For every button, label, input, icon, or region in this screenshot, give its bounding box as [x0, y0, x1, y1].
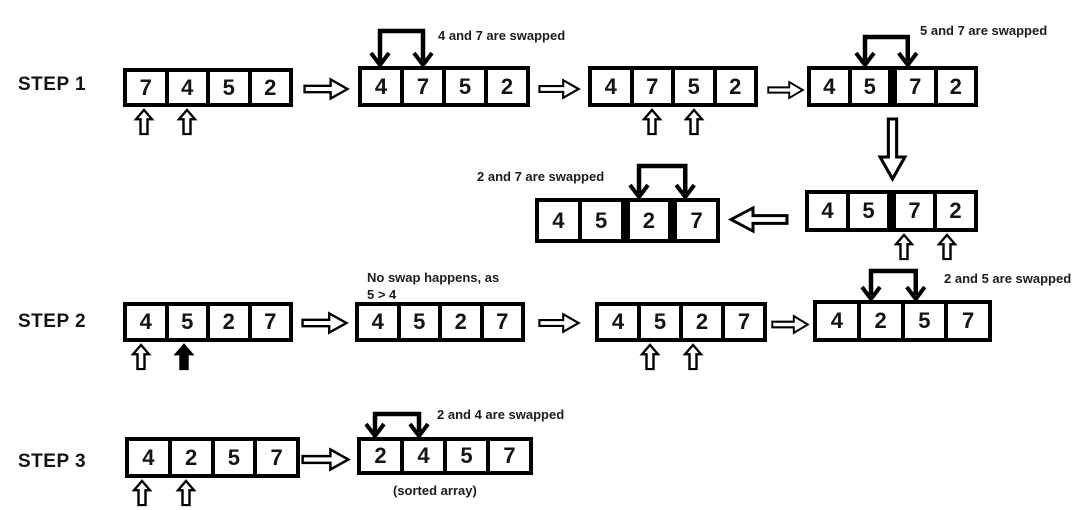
array-cell: 4	[374, 73, 388, 99]
array-cell: 7	[629, 70, 672, 103]
pointer-up-arrow-icon	[176, 108, 198, 136]
pointer-up-arrow-icon	[682, 343, 703, 371]
array-cell: 4	[604, 73, 617, 99]
swap-bracket-icon	[854, 34, 919, 69]
swap-bracket-icon	[364, 411, 430, 440]
array-cell: 2	[933, 70, 975, 103]
array-cell: 7	[887, 194, 933, 228]
array-cell: 5	[443, 441, 486, 471]
array-cell: 7	[668, 202, 716, 239]
array-cell: 7	[486, 441, 529, 471]
arrow-right-icon	[301, 311, 349, 335]
array-cell: 5	[164, 306, 207, 338]
swap-bracket-icon	[860, 268, 927, 303]
array-cell: 7	[944, 304, 988, 338]
step-1-label: STEP 1	[18, 74, 87, 95]
pointer-up-arrow-icon	[683, 108, 705, 136]
array-cell: 4	[830, 308, 843, 333]
note-swap-2-4: 2 and 4 are swapped	[437, 407, 565, 422]
pointer-up-arrow-icon	[133, 108, 155, 136]
array-cell: 5	[396, 306, 439, 338]
array-cell: 4	[400, 441, 443, 471]
array-cell: 2	[620, 202, 669, 239]
array-cell: 2	[247, 72, 290, 103]
array-cell: 7	[479, 306, 522, 338]
swap-bracket-icon	[628, 163, 696, 201]
array-cell: 2	[856, 304, 901, 338]
array-cell: 2	[438, 306, 480, 338]
array-cell: 7	[888, 70, 934, 103]
array-cell: 2	[679, 306, 721, 338]
array-cell: 4	[142, 444, 155, 470]
pointer-up-arrow-icon	[175, 479, 197, 507]
array-cell: 5	[206, 72, 248, 103]
arrow-down-icon	[877, 117, 908, 183]
array-cell: 2	[484, 70, 526, 103]
array-cell: 4	[611, 309, 625, 334]
note-swap-5-7: 5 and 7 are swapped	[920, 23, 1048, 38]
array-cell: 4	[552, 207, 565, 233]
array-cell: 2	[206, 306, 248, 338]
array-cell: 2	[167, 441, 211, 474]
array-cell: 7	[253, 441, 296, 474]
arrow-left-icon	[727, 205, 789, 234]
array-cell: 4	[823, 73, 836, 99]
arrow-right-icon	[303, 77, 350, 101]
pointer-up-arrow-icon	[130, 343, 152, 371]
array-cell: 7	[400, 70, 442, 103]
array-cell: 2	[712, 70, 755, 103]
array-cell: 7	[139, 74, 152, 100]
arrow-right-icon	[767, 80, 805, 100]
pointer-up-arrow-icon	[639, 343, 660, 371]
note-no-swap-line1: No swap happens, as	[367, 270, 500, 285]
arrow-right-icon	[538, 78, 581, 100]
note-swap-4-7: 4 and 7 are swapped	[438, 28, 566, 43]
array-cell: 5	[210, 441, 254, 474]
pointer-up-arrow-icon	[893, 233, 915, 261]
array-cell: 5	[900, 304, 945, 338]
array-cell: 5	[846, 194, 887, 228]
note-swap-2-7: 2 and 7 are swapped	[477, 169, 605, 184]
arrow-right-icon	[771, 314, 810, 335]
arrow-right-icon	[301, 447, 351, 472]
pointer-up-arrow-icon	[641, 108, 663, 136]
array-cell: 4	[371, 309, 384, 334]
array-cell: 2	[933, 194, 974, 228]
pointer-up-arrow-icon	[173, 343, 195, 371]
array-cell: 7	[247, 306, 290, 338]
note-sorted-array: (sorted array)	[393, 483, 477, 498]
array-cell: 5	[442, 70, 484, 103]
array-cell: 5	[577, 202, 621, 239]
array-cell: 2	[374, 443, 387, 468]
step-3-label: STEP 3	[18, 451, 87, 472]
array-cell: 7	[721, 306, 763, 338]
pointer-up-arrow-icon	[131, 479, 153, 507]
step-2-label: STEP 2	[18, 311, 87, 332]
arrow-right-icon	[538, 312, 581, 334]
array-cell: 4	[821, 198, 834, 223]
pointer-up-arrow-icon	[936, 233, 958, 261]
note-no-swap-line2: 5 > 4	[367, 287, 397, 302]
swap-bracket-icon	[368, 28, 434, 69]
array-cell: 4	[164, 72, 207, 103]
array-cell: 4	[139, 309, 152, 334]
note-swap-2-5: 2 and 5 are swapped	[944, 271, 1072, 286]
array-cell: 5	[637, 306, 679, 338]
array-cell: 5	[671, 70, 713, 103]
array-cell: 5	[847, 70, 889, 103]
